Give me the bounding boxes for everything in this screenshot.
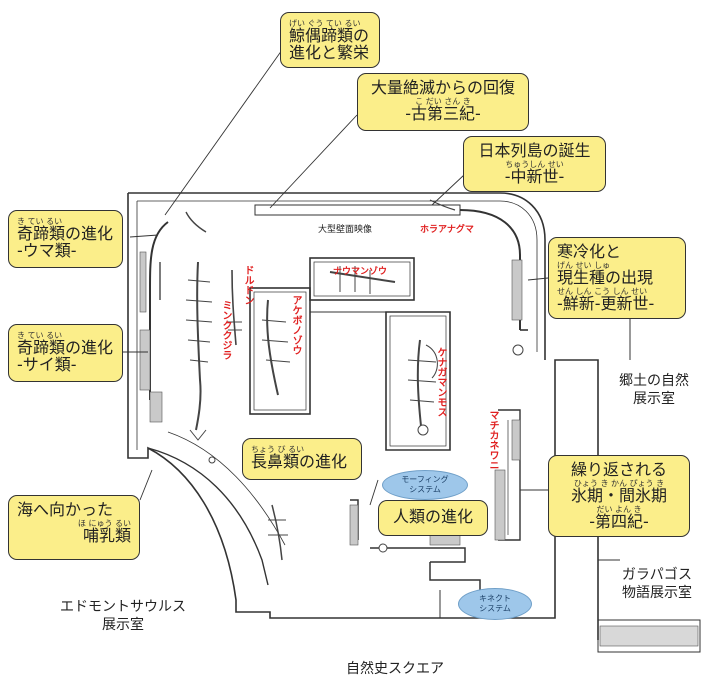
callout-line: 人類の進化 <box>392 507 473 526</box>
ruby-text: だい よん き <box>596 504 642 514</box>
callout-pleistocene: 寒冷化と げん せい しゅ 現生種の出現 せん しん こう しん せい -鮮新-… <box>548 237 686 319</box>
room-label-line: 郷土の自然 <box>619 373 689 389</box>
specimen-kenaga: ケナガマンモス <box>435 347 446 417</box>
callout-cetartiodactyla: げい ぐう てい るい 鯨偶蹄類の 進化と繁栄 <box>280 12 380 68</box>
callout-line: 氷期・間氷期 <box>570 485 667 505</box>
callout-line: 海へ向かった <box>17 500 114 519</box>
callout-proboscidea: ちょう び るい 長鼻類の進化 <box>242 438 362 480</box>
callout-line: 現生種の出現 <box>557 267 654 287</box>
specimen-dorudon: ドルドン <box>242 265 253 305</box>
callout-line: 哺乳類 <box>82 525 131 545</box>
wall-video-label: 大型壁面映像 <box>318 225 373 235</box>
room-label-line: 展示室 <box>102 617 144 633</box>
callout-line: -鮮新-更新世- <box>557 293 655 313</box>
ruby-text: ちゅうしん せい <box>505 159 564 169</box>
callout-line: 寒冷化と <box>557 242 622 261</box>
morphing-system[interactable]: モーフィング システム <box>382 470 468 500</box>
ruby-text: き てい るい <box>17 217 63 226</box>
platform-kenaga <box>385 311 451 451</box>
system-label-line: システム <box>409 485 441 494</box>
ruby-text: ほ にゅう るい <box>77 518 131 528</box>
ruby-text: げん せい しゅ <box>557 260 611 270</box>
callout-human: 人類の進化 <box>378 500 488 536</box>
platform-naumann <box>309 257 415 301</box>
outer-wall <box>127 193 599 640</box>
callout-neogene: 日本列島の誕生 ちゅうしん せい -中新世- <box>463 136 606 192</box>
callout-line: 長鼻類の進化 <box>251 452 348 471</box>
platform-akebono <box>249 287 311 415</box>
room-label-line: 物語展示室 <box>622 585 692 601</box>
system-label-line: キネクト <box>479 594 511 603</box>
ruby-text: げい ぐう てい るい <box>289 19 361 28</box>
callout-line: 鯨偶蹄類の <box>289 26 370 45</box>
callout-rhino: き てい るい 奇蹄類の進化 -サイ類- <box>8 324 123 382</box>
ruby-text: こ だい さん き <box>415 96 471 106</box>
room-natural-history-square: 自然史スクエア <box>346 661 444 677</box>
callout-line: 大量絶滅からの回復 <box>370 78 515 97</box>
callout-mammals: 海へ向かった ほ にゅう るい 哺乳類 <box>8 495 140 560</box>
room-local-nature: 郷土の自然 展示室 <box>608 372 700 408</box>
callout-horse: き てい るい 奇蹄類の進化 -ウマ類- <box>8 210 123 268</box>
room-label-line: 展示室 <box>633 391 675 407</box>
callout-line: 奇蹄類の進化 <box>17 338 114 357</box>
specimen-naumann: ナウマンゾウ <box>333 267 388 277</box>
top-display-wall <box>254 204 461 216</box>
ruby-text: せん しん こう しん せい <box>557 286 648 296</box>
room-galapagos: ガラパゴス 物語展示室 <box>608 566 706 602</box>
room-edmontosaurus: エドモントサウルス 展示室 <box>38 598 208 634</box>
ruby-text: き てい るい <box>17 331 63 340</box>
outer-wall-top <box>128 192 546 360</box>
system-label-line: モーフィング <box>401 475 449 484</box>
ruby-text: ちょう び るい <box>251 445 305 454</box>
specimen-minkukujira: ミンククジラ <box>220 300 231 360</box>
system-label-line: システム <box>479 604 511 613</box>
callout-line: 奇蹄類の進化 <box>17 224 114 243</box>
callout-line: -中新世- <box>504 166 565 186</box>
callout-quaternary: 繰り返される ひょう き かん ぴょう き 氷期・間氷期 だい よん き -第四… <box>548 455 690 537</box>
callout-line: -古第三紀- <box>405 103 481 123</box>
callout-line: -ウマ類- <box>17 240 77 260</box>
callout-paleogene: 大量絶滅からの回復 こ だい さん き -古第三紀- <box>357 73 529 131</box>
specimen-machikane: マチカネワニ <box>487 410 498 470</box>
room-label-line: エドモントサウルス <box>60 599 186 615</box>
callout-line: 進化と繁栄 <box>289 42 370 62</box>
room-label-line: ガラパゴス <box>621 567 693 583</box>
kinect-system[interactable]: キネクト システム <box>458 588 532 620</box>
callout-line: -第四紀- <box>589 511 649 531</box>
callout-line: -サイ類- <box>17 354 77 374</box>
ruby-text: ひょう き かん ぴょう き <box>573 478 665 488</box>
specimen-akebono: アケボノゾウ <box>290 295 301 355</box>
specimen-horaana: ホラアナグマ <box>420 225 474 235</box>
callout-line: 日本列島の誕生 <box>478 141 591 160</box>
callout-line: 繰り返される <box>570 460 667 479</box>
